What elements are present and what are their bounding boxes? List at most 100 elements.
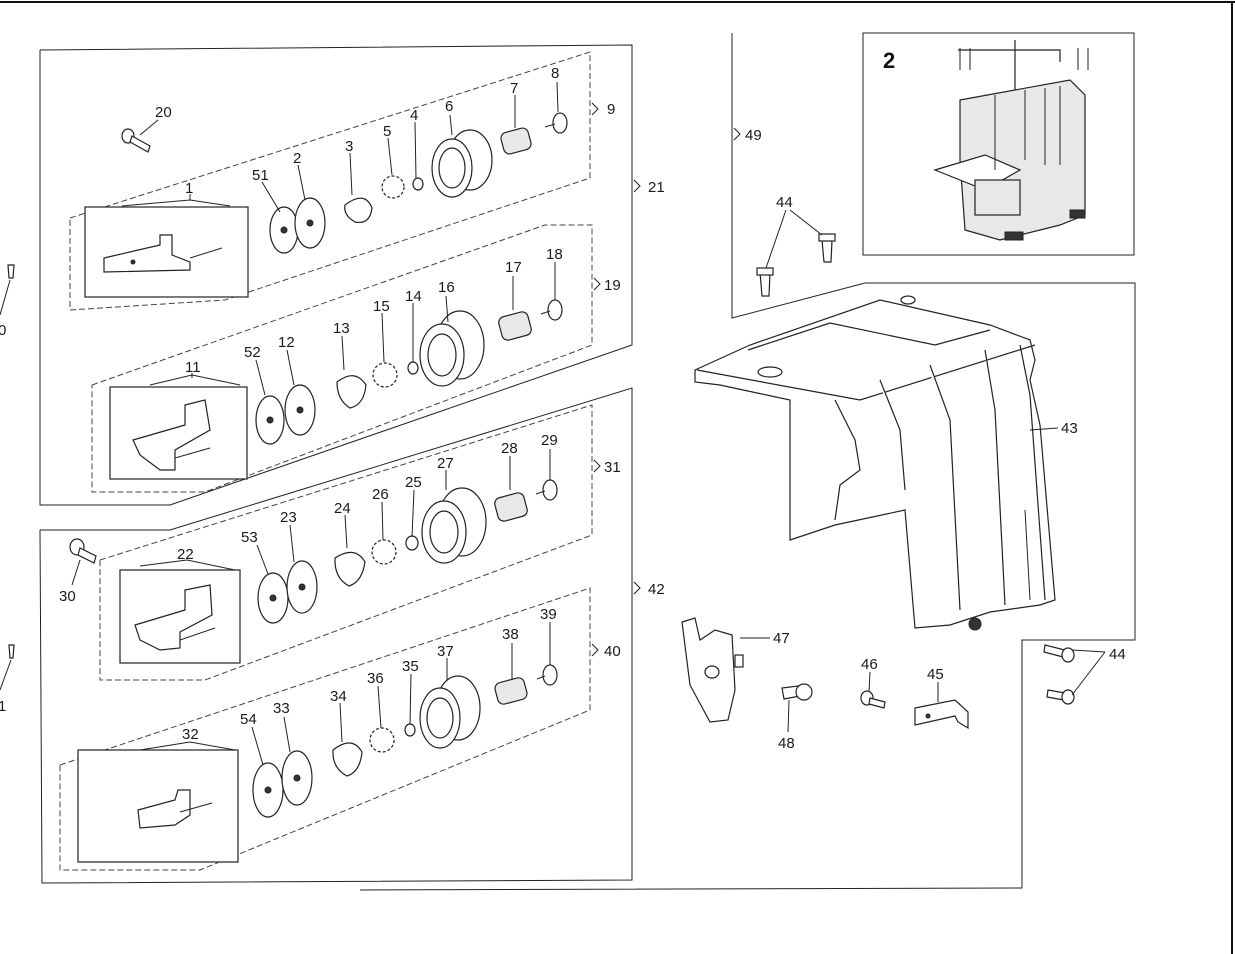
label-29: 29 — [541, 432, 558, 449]
group-42-boundary — [39, 387, 633, 884]
overlock-machine-illustration — [933, 40, 1089, 241]
group-31-boundary — [99, 404, 593, 681]
label-44-lower: 44 — [1109, 646, 1126, 663]
washer-14 — [407, 361, 419, 375]
cone-13 — [336, 375, 367, 409]
plate-45 — [914, 699, 969, 730]
thread-guide-casting-43 — [694, 295, 1056, 631]
knob-37 — [419, 675, 481, 749]
label-54: 54 — [240, 711, 257, 728]
gear-26 — [371, 539, 397, 565]
label-edge-b: 1 — [0, 698, 6, 715]
label-12: 12 — [278, 334, 295, 351]
screw-30 — [69, 538, 97, 564]
cone-34 — [332, 742, 363, 777]
gear-15 — [372, 362, 398, 388]
pin-29 — [535, 479, 558, 501]
row-31-parts — [69, 479, 558, 664]
label-39: 39 — [540, 606, 557, 623]
label-2: 2 — [293, 150, 301, 167]
screws-44-upper — [756, 233, 836, 297]
label-27: 27 — [437, 455, 454, 472]
label-3: 3 — [345, 138, 353, 155]
spring-7 — [500, 127, 532, 155]
label-44-upper: 44 — [776, 194, 793, 211]
label-35: 35 — [402, 658, 419, 675]
bracket-11 — [132, 399, 211, 471]
label-6: 6 — [445, 98, 453, 115]
label-19: 19 — [604, 277, 621, 294]
label-8: 8 — [551, 65, 559, 82]
label-25: 25 — [405, 474, 422, 491]
machine-figure-box — [862, 32, 1135, 256]
label-42: 42 — [648, 581, 665, 598]
screw-48 — [781, 683, 813, 701]
washer-35 — [404, 723, 416, 737]
gear-36 — [369, 727, 395, 753]
label-14: 14 — [405, 288, 422, 305]
label-21: 21 — [648, 179, 665, 196]
screw-46 — [860, 690, 886, 709]
label-26: 26 — [372, 486, 389, 503]
group-19-boundary — [91, 224, 593, 493]
label-52: 52 — [244, 344, 261, 361]
label-5: 5 — [383, 123, 391, 140]
label-20: 20 — [155, 104, 172, 121]
bracket-1 — [103, 234, 223, 273]
label-30: 30 — [59, 588, 76, 605]
label-4: 4 — [410, 107, 418, 124]
label-24: 24 — [334, 500, 351, 517]
group-49-boundary — [359, 33, 1136, 891]
part-labels: 2 20 1 51 2 3 5 4 6 7 8 9 21 11 52 12 1 3… — [0, 48, 1126, 752]
pin-8 — [544, 112, 568, 134]
row-40-parts — [77, 664, 558, 863]
label-43: 43 — [1061, 420, 1078, 437]
pin-39 — [536, 664, 558, 686]
knob-6 — [431, 129, 493, 198]
label-11: 11 — [185, 359, 201, 376]
leader-lines — [71, 81, 1106, 766]
label-9: 9 — [607, 101, 615, 118]
label-17: 17 — [505, 259, 522, 276]
spring-38 — [494, 677, 528, 705]
figure-number: 2 — [883, 48, 895, 73]
label-1: 1 — [185, 180, 193, 197]
label-32: 32 — [182, 726, 199, 743]
cone-24 — [334, 551, 366, 587]
group-9-boundary — [69, 51, 591, 311]
label-18: 18 — [546, 246, 563, 263]
label-15: 15 — [373, 298, 390, 315]
label-7: 7 — [510, 80, 518, 97]
group-21-boundary — [39, 44, 633, 506]
row-19-parts — [109, 299, 563, 480]
bracket-22 — [134, 584, 216, 651]
label-37: 37 — [437, 643, 454, 660]
label-47: 47 — [773, 630, 790, 647]
bracket-47 — [681, 617, 744, 723]
label-45: 45 — [927, 666, 944, 683]
row-9-parts — [84, 112, 568, 298]
label-16: 16 — [438, 279, 455, 296]
label-33: 33 — [273, 700, 290, 717]
label-28: 28 — [501, 440, 518, 457]
label-edge-a: 0 — [0, 322, 6, 339]
spring-17 — [498, 311, 532, 341]
label-49: 49 — [745, 127, 762, 144]
edge-screws — [0, 264, 15, 691]
group-40-boundary — [59, 587, 591, 871]
gear-5 — [381, 175, 405, 199]
label-38: 38 — [502, 626, 519, 643]
label-36: 36 — [367, 670, 384, 687]
label-40: 40 — [604, 643, 621, 660]
label-48: 48 — [778, 735, 795, 752]
screw-20 — [121, 128, 151, 153]
label-23: 23 — [280, 509, 297, 526]
screws-44-lower — [1043, 644, 1075, 705]
bracket-markers — [591, 102, 741, 657]
label-53: 53 — [241, 529, 258, 546]
label-51: 51 — [252, 167, 269, 184]
bracket-32 — [137, 789, 213, 829]
washer-4 — [412, 177, 424, 191]
